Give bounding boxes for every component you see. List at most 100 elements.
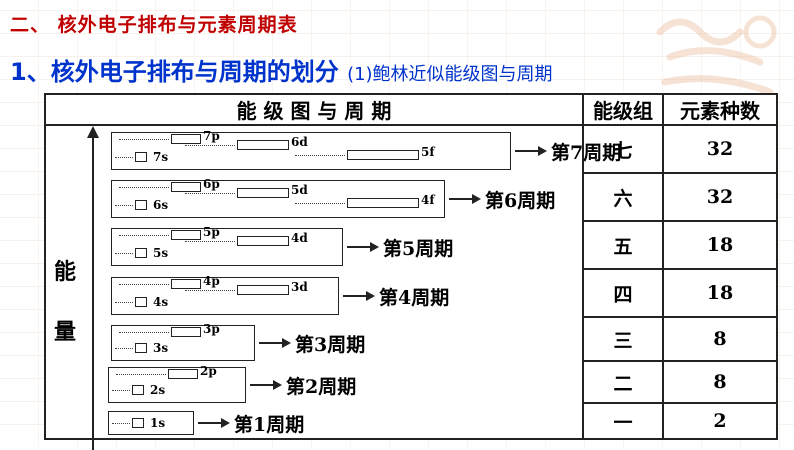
orbital-dotted-line — [112, 390, 130, 391]
sublevel-label: 5d — [291, 183, 308, 197]
sublevel-label: 4p — [203, 274, 220, 288]
orbital-dotted-line — [115, 302, 133, 303]
table-row: 三 8 — [45, 316, 778, 362]
orbital-box-icon — [237, 285, 289, 295]
group-cell: 二 — [582, 360, 664, 404]
orbital-box-icon — [135, 152, 147, 162]
group-cell: 七 — [582, 124, 664, 174]
subtitle-main: 1、核外电子排布与周期的划分 — [10, 58, 339, 86]
energy-group-box — [111, 132, 511, 170]
count-cell: 18 — [662, 220, 778, 270]
sublevel-label: 6d — [291, 135, 308, 149]
period-label: 第3周期 — [295, 334, 366, 356]
orbital-dotted-line — [119, 139, 169, 140]
orbital-dotted-line — [112, 423, 130, 424]
energy-diagram-cell: 能量 7p 6d 5f 7s 第7周期 6p 5d 4f 6s 第6周期 5p 4d 5s 第5周期 4p 3d… — [44, 124, 621, 450]
orbital-box-icon — [168, 369, 198, 379]
orbital-box-icon — [171, 279, 201, 289]
period-label: 第6周期 — [485, 190, 556, 212]
orbital-box-icon — [135, 248, 147, 258]
sublevel-label: 7p — [203, 129, 220, 143]
sublevel-label: 6p — [203, 177, 220, 191]
table-row: 六 32 — [45, 172, 778, 222]
period-label: 第1周期 — [234, 414, 305, 436]
table-row: 五 18 — [45, 220, 778, 270]
count-cell: 8 — [662, 316, 778, 362]
orbital-box-icon — [135, 297, 147, 307]
sublevel-label: 4d — [291, 231, 308, 245]
orbital-dotted-line — [185, 193, 235, 194]
period-arrow-icon — [343, 291, 375, 301]
sublevel-label: 2s — [150, 383, 166, 397]
period-label: 第5周期 — [383, 238, 454, 260]
count-cell: 32 — [662, 124, 778, 174]
group-cell: 三 — [582, 316, 664, 362]
sublevel-label: 5p — [203, 225, 220, 239]
orbital-dotted-line — [115, 253, 133, 254]
orbital-box-icon — [171, 230, 201, 240]
watermark-decoration — [656, 15, 777, 96]
sublevel-label: 3d — [291, 280, 308, 294]
orbital-box-icon — [132, 418, 144, 428]
orbital-dotted-line — [295, 203, 345, 204]
orbital-box-icon — [347, 150, 419, 160]
sublevel-label: 6s — [153, 198, 169, 212]
period-label: 第7周期 — [551, 142, 622, 164]
orbital-box-icon — [237, 236, 289, 246]
orbital-dotted-line — [295, 155, 345, 156]
sublevel-label: 3p — [203, 322, 220, 336]
orbital-dotted-line — [119, 332, 169, 333]
orbital-dotted-line — [119, 284, 169, 285]
count-cell: 8 — [662, 360, 778, 404]
orbital-dotted-line — [116, 374, 166, 375]
sublevel-label: 2p — [200, 364, 217, 378]
orbital-box-icon — [171, 134, 201, 144]
period-label: 第2周期 — [286, 376, 357, 398]
orbital-dotted-line — [119, 187, 169, 188]
energy-group-box — [108, 367, 246, 403]
orbital-box-icon — [171, 327, 201, 337]
orbital-box-icon — [171, 182, 201, 192]
orbital-box-icon — [132, 385, 144, 395]
sublevel-label: 7s — [153, 150, 169, 164]
energy-axis-label: 能 — [54, 259, 77, 285]
orbital-box-icon — [237, 140, 289, 150]
table-row: 一 2 — [45, 402, 778, 440]
period-label: 第4周期 — [379, 287, 450, 309]
count-cell: 2 — [662, 402, 778, 440]
orbital-box-icon — [347, 198, 419, 208]
group-cell: 四 — [582, 268, 664, 318]
header-diagram: 能 级 图 与 周 期 — [44, 93, 584, 126]
header-group: 能级组 — [582, 93, 664, 126]
sublevel-label: 1s — [150, 416, 166, 430]
sublevel-label: 5f — [421, 145, 435, 159]
orbital-dotted-line — [115, 348, 133, 349]
orbital-box-icon — [135, 200, 147, 210]
count-cell: 32 — [662, 172, 778, 222]
energy-group-box — [111, 277, 339, 315]
orbital-dotted-line — [119, 235, 169, 236]
table-row: 能量 7p 6d 5f 7s 第7周期 6p 5d 4f 6s 第6周期 5p 4d 5s 第5周期 4p 3d… — [44, 124, 778, 450]
orbital-dotted-line — [115, 205, 133, 206]
energy-group-box — [111, 180, 445, 218]
orbital-dotted-line — [185, 145, 235, 146]
table-row: 四 18 — [45, 268, 778, 318]
orbital-box-icon — [237, 188, 289, 198]
period-arrow-icon — [347, 242, 379, 252]
group-cell: 五 — [582, 220, 664, 270]
energy-axis-arrow-icon — [87, 126, 99, 138]
sublevel-label: 5s — [153, 246, 169, 260]
group-cell: 一 — [582, 402, 664, 440]
group-cell: 六 — [582, 172, 664, 222]
orbital-dotted-line — [115, 157, 133, 158]
orbital-dotted-line — [185, 290, 235, 291]
table-header-row: 能 级 图 与 周 期 能级组 元素种数 — [44, 93, 778, 126]
count-cell: 18 — [662, 268, 778, 318]
orbital-dotted-line — [185, 241, 235, 242]
energy-axis-line — [92, 134, 94, 450]
header-count: 元素种数 — [662, 93, 778, 126]
period-arrow-icon — [449, 194, 481, 204]
period-arrow-icon — [259, 338, 291, 348]
energy-axis-label: 量 — [54, 319, 77, 345]
sublevel-label: 4f — [421, 193, 435, 207]
